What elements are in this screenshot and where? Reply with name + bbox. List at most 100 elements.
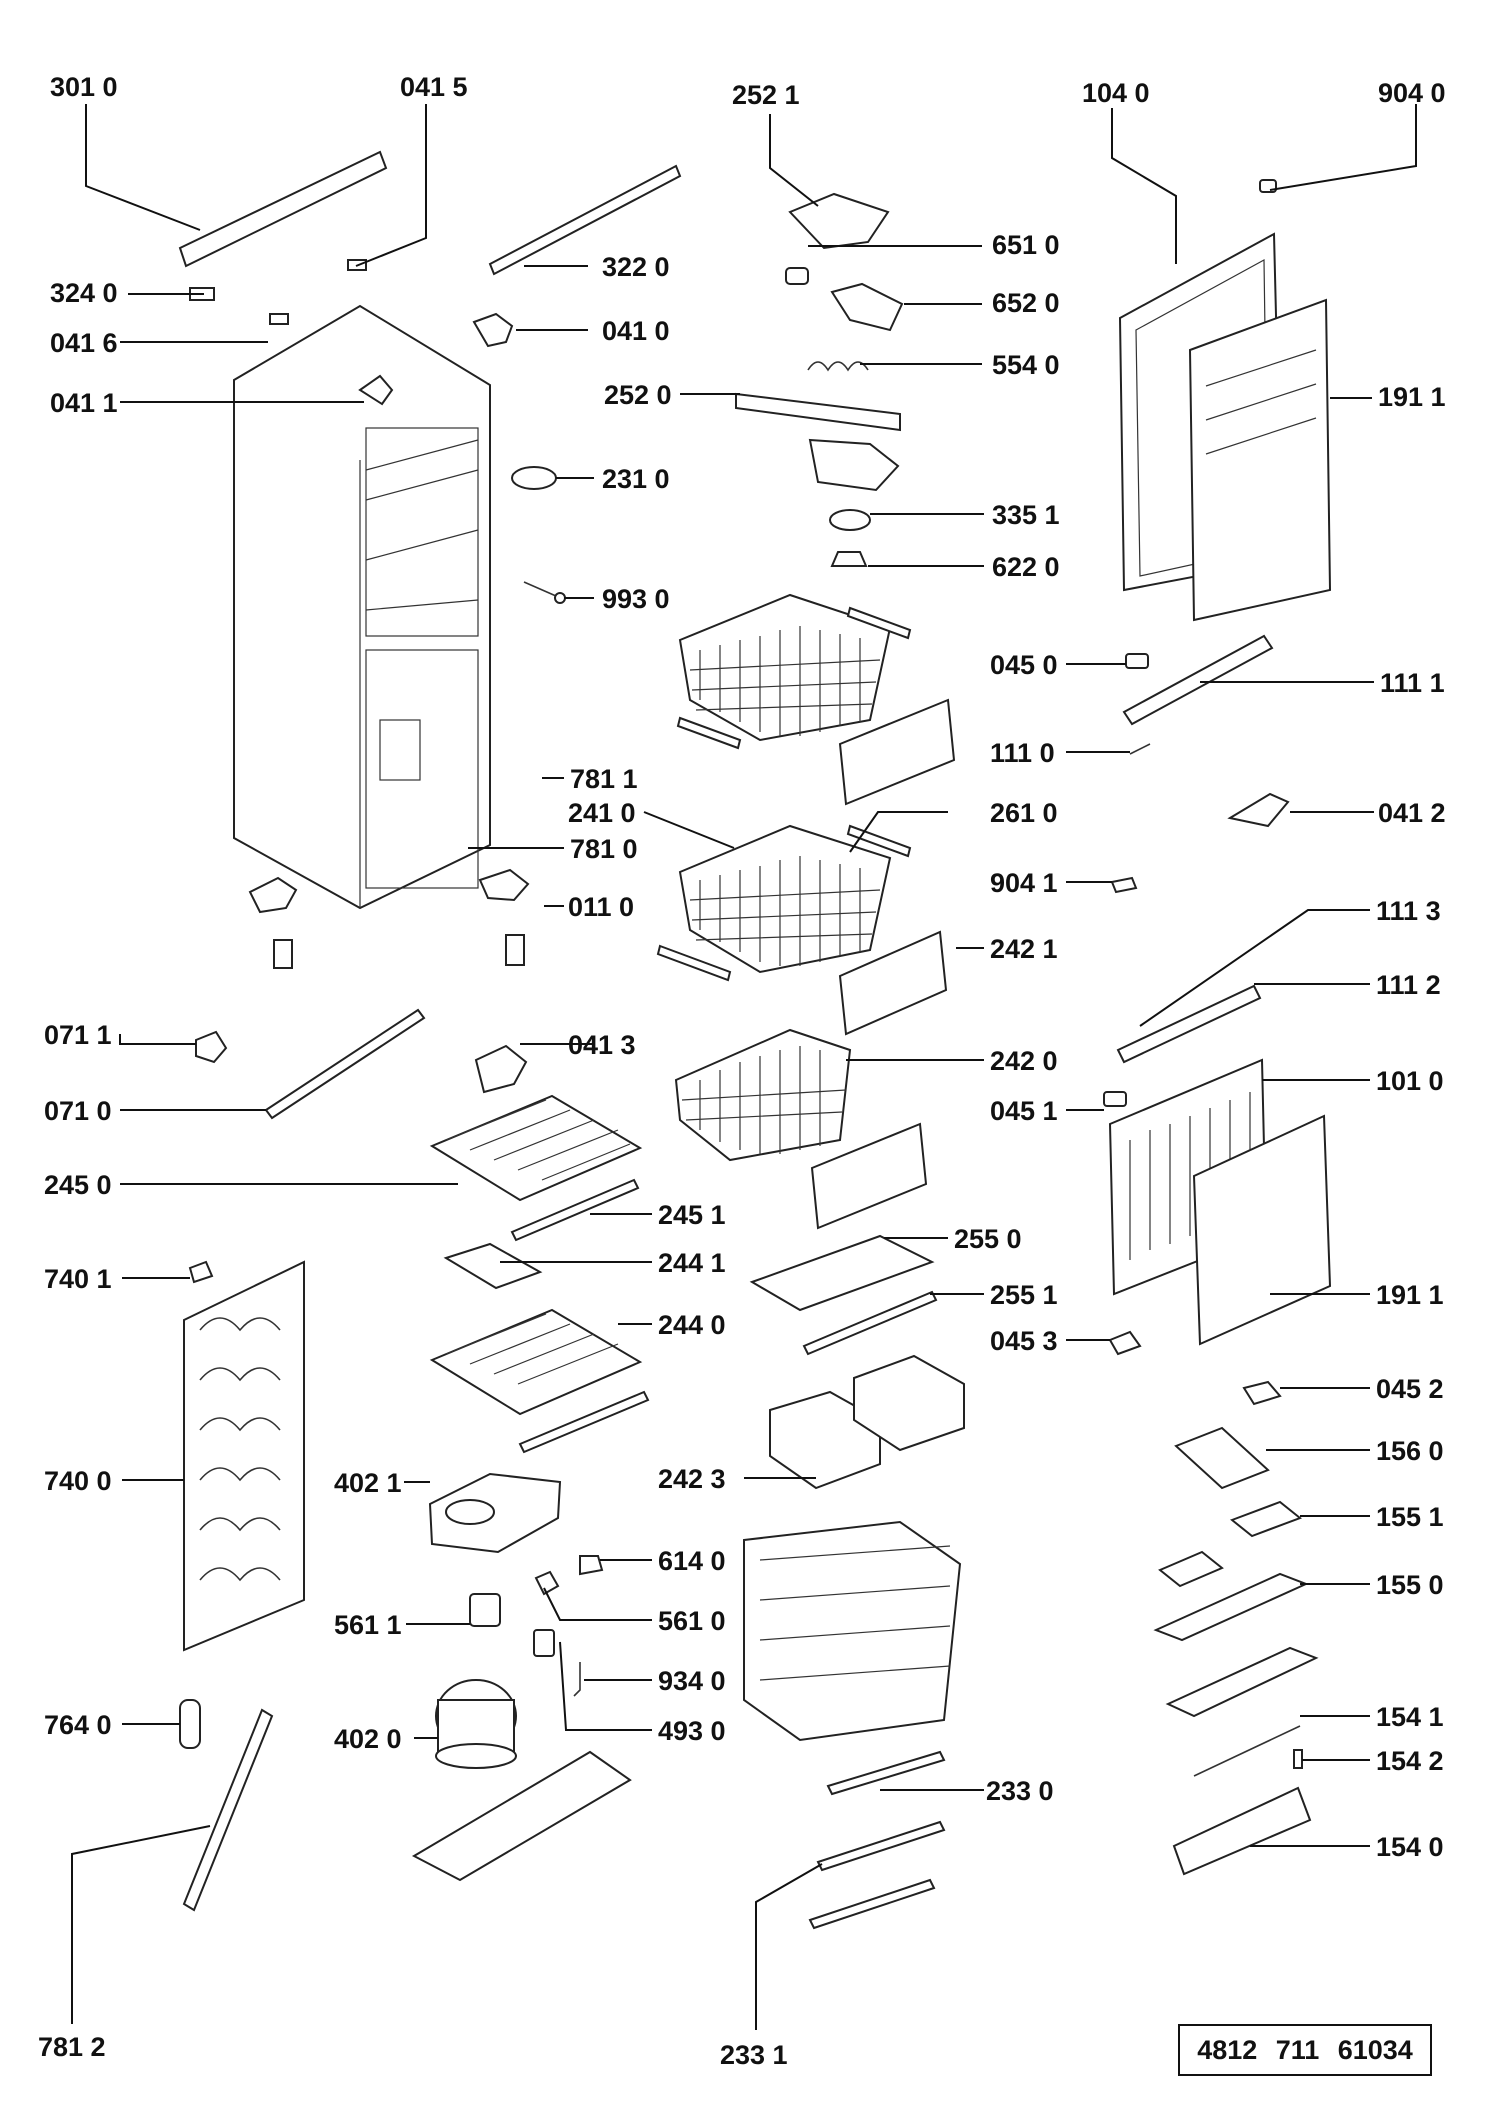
spring-5540	[807, 361, 869, 372]
label-041-6: 041 6	[50, 328, 118, 358]
label-245-0: 245 0	[44, 1170, 112, 1200]
drier-7640	[179, 1699, 201, 1749]
clip-0450	[1125, 653, 1149, 669]
door-liner-1911-lower	[1192, 1114, 1332, 1346]
label-041-0: 041 0	[602, 316, 670, 346]
sensor-9930	[523, 581, 566, 604]
label-335-1: 335 1	[992, 500, 1060, 530]
label-241-0: 241 0	[568, 798, 636, 828]
clip-0711	[195, 1030, 228, 1064]
label-322-0: 322 0	[602, 252, 670, 282]
label-071-1: 071 1	[44, 1020, 112, 1050]
label-252-0: 252 0	[604, 380, 672, 410]
ice-tray-1560	[1174, 1426, 1270, 1490]
screw-9041	[1110, 876, 1138, 894]
label-233-1: 233 1	[720, 2040, 788, 2070]
handle-1112	[1116, 984, 1262, 1064]
label-781-2: 781 2	[38, 2032, 106, 2062]
label-041-1: 041 1	[50, 388, 118, 418]
label-561-0: 561 0	[658, 1606, 726, 1636]
cable-9340	[573, 1662, 581, 1697]
doc-code-part-c: 61034	[1337, 2034, 1413, 2065]
door-bin-1540	[1172, 1786, 1312, 1876]
label-242-1: 242 1	[990, 934, 1058, 964]
freezer-basket-middle	[678, 824, 892, 974]
evaporator-2331	[743, 1520, 962, 1742]
gasket-2310	[511, 466, 557, 490]
doc-code-part-a: 4812	[1197, 2034, 1258, 2065]
label-561-1: 561 1	[334, 1610, 402, 1640]
label-740-1: 740 1	[44, 1264, 112, 1294]
label-402-1: 402 1	[334, 1468, 402, 1498]
drip-trays-2330	[808, 1750, 946, 1930]
label-155-0: 155 0	[1376, 1570, 1444, 1600]
label-764-0: 764 0	[44, 1710, 112, 1740]
label-041-2: 041 2	[1378, 798, 1446, 828]
label-402-0: 402 0	[334, 1724, 402, 1754]
bracket-0411	[358, 374, 394, 406]
egg-trays-1551	[1158, 1500, 1302, 1588]
switch-6520	[830, 282, 904, 332]
rail-0710	[264, 1008, 426, 1120]
label-652-0: 652 0	[992, 288, 1060, 318]
label-261-0: 261 0	[990, 798, 1058, 828]
label-740-0: 740 0	[44, 1466, 112, 1496]
label-233-0: 233 0	[986, 1776, 1054, 1806]
freezer-basket-upper	[678, 593, 892, 742]
compressor-4020	[435, 1679, 517, 1769]
shelf-trim-2551	[802, 1290, 938, 1356]
label-011-0: 011 0	[568, 892, 634, 922]
label-045-3: 045 3	[990, 1326, 1058, 1356]
shelf-trim-2440	[518, 1390, 650, 1454]
label-622-0: 622 0	[992, 552, 1060, 582]
label-041-5: 041 5	[400, 72, 468, 102]
compressor-base	[411, 1750, 632, 1882]
relay-5611	[469, 1593, 501, 1627]
label-154-0: 154 0	[1376, 1832, 1444, 1862]
cabinet-feet	[248, 868, 530, 969]
pin-1110	[1129, 743, 1151, 755]
label-191-1-lower: 191 1	[1376, 1280, 1444, 1310]
part-labels: 301 0 041 5 252 1 104 0 904 0 322 0 651 …	[38, 72, 1446, 2070]
overload-5610	[534, 1570, 560, 1596]
label-045-1: 045 1	[990, 1096, 1058, 1126]
capacitor-6140	[579, 1555, 604, 1576]
label-493-0: 493 0	[658, 1716, 726, 1746]
door-liner-1911-upper	[1188, 298, 1332, 622]
label-651-0: 651 0	[992, 230, 1060, 260]
label-045-0: 045 0	[990, 650, 1058, 680]
label-255-1: 255 1	[990, 1280, 1058, 1310]
freezer-basket-lower	[674, 1028, 852, 1162]
knob-6220	[830, 551, 868, 567]
label-231-0: 231 0	[602, 464, 670, 494]
clip-7401	[188, 1260, 214, 1284]
strip-7812	[182, 1708, 274, 1912]
label-155-1: 155 1	[1376, 1502, 1444, 1532]
label-934-0: 934 0	[658, 1666, 726, 1696]
condenser-7400	[183, 1260, 305, 1652]
clip-0451	[1103, 1091, 1127, 1107]
label-245-1: 245 1	[658, 1200, 726, 1230]
lamp-socket-6510	[785, 267, 809, 285]
label-904-1: 904 1	[990, 868, 1058, 898]
label-111-0: 111 0	[990, 738, 1055, 768]
door-bins-1550	[1153, 1572, 1319, 1718]
label-101-0: 101 0	[1376, 1066, 1444, 1096]
clip-0453	[1108, 1330, 1142, 1356]
control-cover-2521	[788, 192, 890, 250]
cabinet-body	[233, 304, 491, 910]
thermostat-2520	[735, 392, 901, 492]
leader-lines	[71, 104, 1417, 2030]
bracket-0410	[472, 312, 514, 348]
top-strip-part	[488, 164, 682, 276]
label-191-1-upper: 191 1	[1378, 382, 1446, 412]
document-code-box: 4812 711 61034	[1178, 2024, 1432, 2076]
label-781-1: 781 1	[570, 764, 638, 794]
basket-runners	[656, 606, 912, 982]
knob-3351	[829, 509, 871, 531]
label-242-0: 242 0	[990, 1046, 1058, 1076]
label-904-0: 904 0	[1378, 78, 1446, 108]
label-781-0: 781 0	[570, 834, 638, 864]
glass-shelf-2550	[749, 1234, 935, 1312]
label-111-1: 111 1	[1380, 668, 1445, 698]
